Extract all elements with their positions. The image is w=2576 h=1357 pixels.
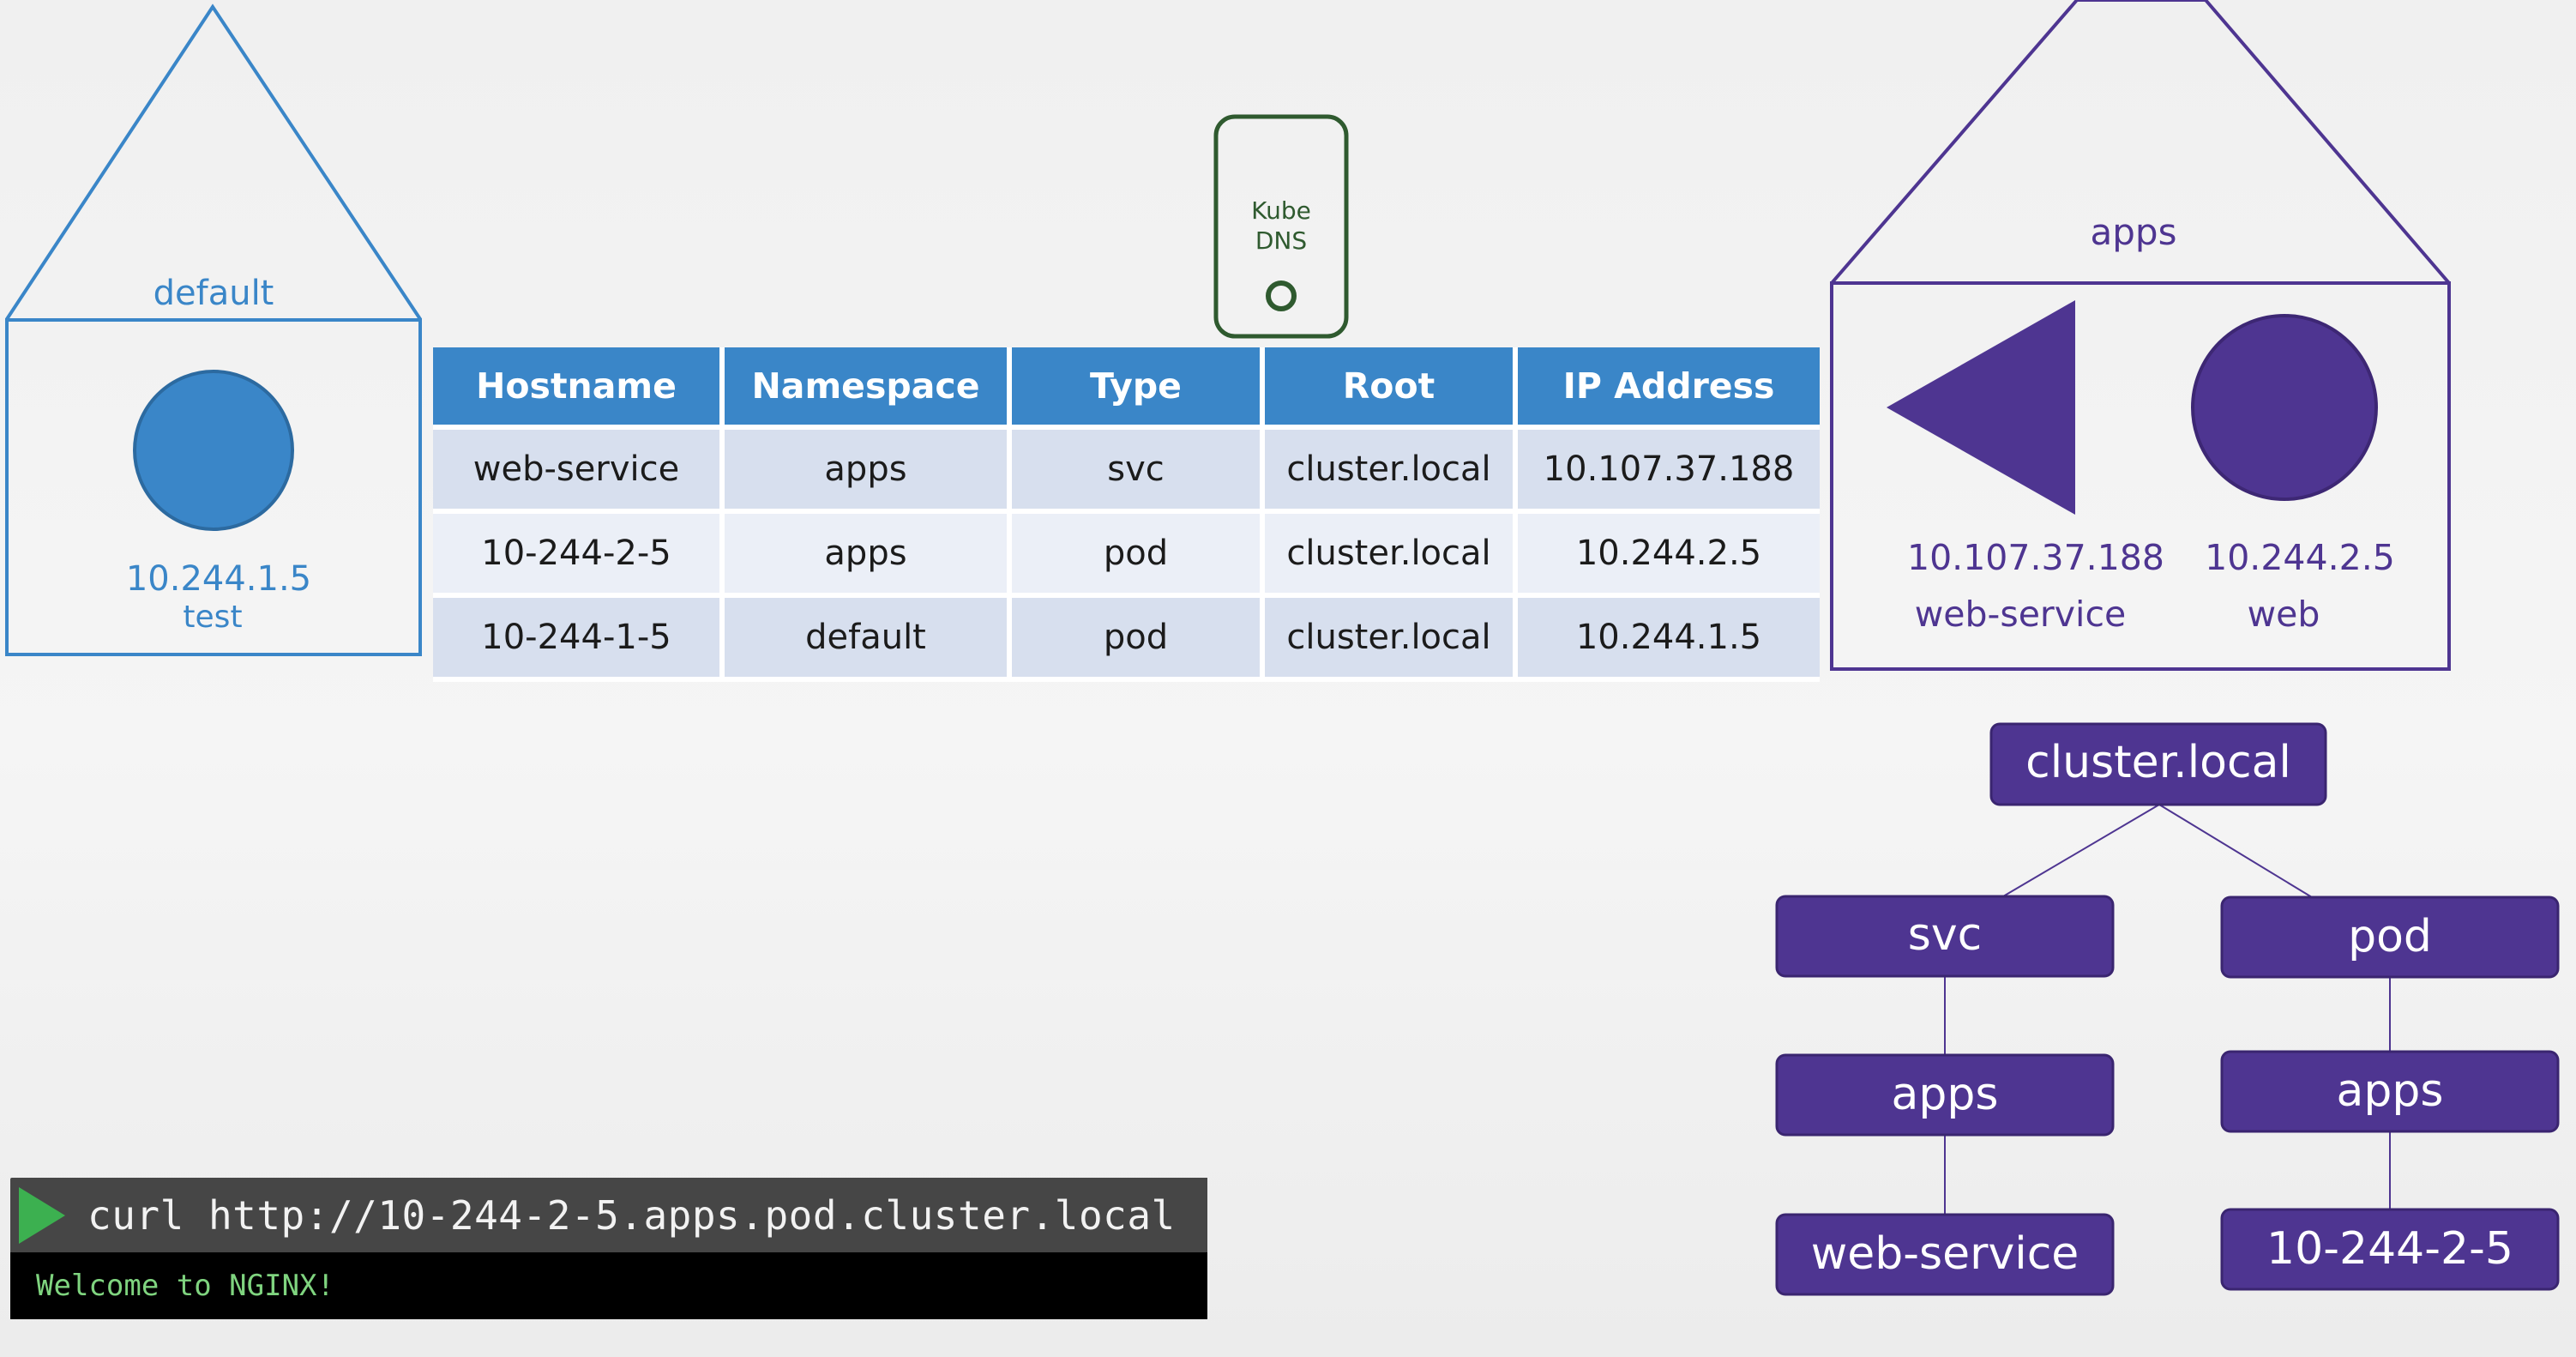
tree-node-pod (2220, 896, 2560, 979)
table-header-cell: Root (1265, 347, 1518, 430)
pod-web-icon (2191, 314, 2378, 501)
table-cell: pod (1012, 598, 1265, 682)
tree-node-pod-ip-label: 10-244-2-5 (2266, 1223, 2513, 1275)
tree-node-pod-label: pod (2348, 911, 2432, 962)
service-name: web-service (1915, 594, 2126, 635)
tree-connector (2158, 804, 2313, 898)
tree-node-pod-apps (2220, 1050, 2560, 1133)
pod-web-ip: 10.244.2.5 (2205, 537, 2395, 578)
terminal[interactable]: curl http://10-244-2-5.apps.pod.cluster.… (10, 1178, 1207, 1319)
table-cell: svc (1012, 430, 1265, 514)
table-cell: 10-244-1-5 (433, 598, 725, 682)
table-cell: cluster.local (1265, 598, 1518, 682)
tree-node-web-service (1775, 1213, 2115, 1296)
table-row: web-service apps svc cluster.local 10.10… (433, 430, 1820, 514)
service-triangle-icon (1887, 300, 2075, 515)
pod-test-icon (133, 370, 294, 531)
terminal-output: Welcome to NGINX! (36, 1269, 334, 1303)
namespace-default-label: default (153, 274, 274, 313)
table-cell: web-service (433, 430, 725, 514)
tree-node-web-service-label: web-service (1811, 1228, 2079, 1280)
table-row: 10-244-2-5 apps pod cluster.local 10.244… (433, 514, 1820, 598)
tree-node-svc-label: svc (1908, 909, 1982, 961)
tree-node-svc-apps-label: apps (1892, 1069, 1999, 1120)
table-cell: cluster.local (1265, 514, 1518, 598)
kube-dns-box (1213, 114, 1349, 339)
pod-web-name: web (2248, 594, 2320, 635)
pod-test-ip: 10.244.1.5 (126, 559, 311, 599)
namespace-default-body (5, 318, 422, 656)
table-cell: 10.244.1.5 (1518, 598, 1820, 682)
tree-node-svc (1775, 895, 2115, 978)
table-header-cell: Type (1012, 347, 1265, 430)
terminal-command: curl http://10-244-2-5.apps.pod.cluster.… (87, 1191, 1176, 1239)
table-cell: default (725, 598, 1012, 682)
tree-node-svc-apps (1775, 1053, 2115, 1137)
kube-dns-label-line2: DNS (1255, 226, 1307, 255)
terminal-output-area: Welcome to NGINX! (10, 1252, 1207, 1319)
terminal-command-bar: curl http://10-244-2-5.apps.pod.cluster.… (10, 1178, 1207, 1252)
play-icon[interactable] (19, 1186, 65, 1244)
table-row: 10-244-1-5 default pod cluster.local 10.… (433, 598, 1820, 682)
kube-dns-label-line1: Kube (1251, 196, 1311, 225)
table-cell: 10-244-2-5 (433, 514, 725, 598)
tree-connector (2002, 804, 2160, 897)
kube-dns: Kube DNS (1213, 114, 1349, 339)
table-cell: apps (725, 514, 1012, 598)
namespace-apps-label: apps (2091, 211, 2177, 253)
service-ip: 10.107.37.188 (1907, 537, 2164, 578)
table-header-cell: IP Address (1518, 347, 1820, 430)
namespace-default-roof (5, 3, 422, 321)
table-cell: 10.244.2.5 (1518, 514, 1820, 598)
table-header-cell: Namespace (725, 347, 1012, 430)
namespace-apps: apps 10.107.37.188 web-service 10.244.2.… (1830, 0, 2451, 671)
kube-dns-port-icon (1266, 280, 1297, 311)
table-header-cell: Hostname (433, 347, 725, 430)
table-cell: 10.107.37.188 (1518, 430, 1820, 514)
tree-node-pod-apps-label: apps (2337, 1065, 2444, 1117)
table-header-row: Hostname Namespace Type Root IP Address (433, 347, 1820, 430)
tree-node-root-label: cluster.local (2025, 737, 2291, 788)
dns-tree: cluster.local svc apps web-service pod a… (1775, 722, 2560, 1296)
pod-test-name: test (183, 600, 242, 635)
table-cell: cluster.local (1265, 430, 1518, 514)
table-cell: apps (725, 430, 1012, 514)
namespace-default: default 10.244.1.5 test (5, 3, 422, 656)
namespace-apps-roof (1830, 0, 2451, 285)
namespace-apps-body (1830, 281, 2451, 671)
tree-node-root (1989, 722, 2327, 806)
tree-node-pod-ip (2220, 1208, 2560, 1291)
dns-records-table: Hostname Namespace Type Root IP Address … (433, 347, 1820, 682)
table-cell: pod (1012, 514, 1265, 598)
